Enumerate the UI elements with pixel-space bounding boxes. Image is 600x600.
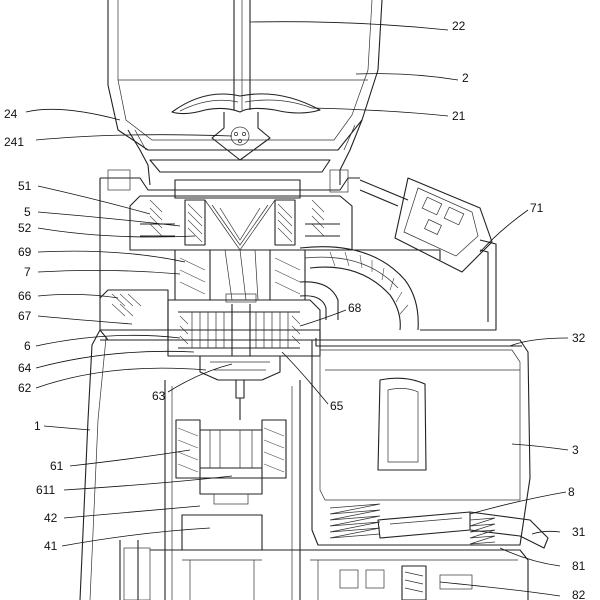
label-81: 81	[572, 559, 586, 573]
stir-blade	[149, 93, 331, 173]
label-64: 64	[18, 361, 32, 375]
label-69: 69	[18, 245, 32, 259]
motor	[175, 419, 287, 505]
grounds-container	[311, 338, 531, 546]
label-67: 67	[18, 309, 32, 323]
label-51: 51	[18, 179, 32, 193]
transmission-housing	[174, 249, 306, 303]
label-66: 66	[18, 289, 32, 303]
discharge-chute	[299, 246, 419, 331]
grinder-assembly	[99, 169, 360, 330]
bottom-base	[300, 549, 529, 600]
label-2: 2	[462, 71, 469, 85]
gear-set	[99, 289, 321, 399]
label-21: 21	[452, 109, 466, 123]
label-61: 61	[50, 459, 64, 473]
leader-lines	[25, 21, 569, 597]
label-71: 71	[530, 201, 544, 215]
hopper	[107, 0, 383, 186]
main-body	[79, 329, 321, 600]
label-22: 22	[452, 19, 466, 33]
label-6: 6	[24, 339, 31, 353]
label-24: 24	[4, 107, 18, 121]
label-42: 42	[44, 511, 58, 525]
label-41: 41	[44, 539, 58, 553]
label-241: 241	[4, 135, 24, 149]
label-3: 3	[572, 443, 579, 457]
label-611: 611	[36, 483, 55, 497]
base	[119, 514, 300, 600]
label-31: 31	[572, 525, 586, 539]
label-32: 32	[572, 331, 586, 345]
label-63: 63	[152, 389, 166, 403]
label-68: 68	[348, 301, 362, 315]
label-52: 52	[18, 221, 32, 235]
reference-numerals: 22 2 24 21 241 51 5 52 69 71 7 66 67 68 …	[4, 19, 586, 600]
label-7: 7	[24, 265, 31, 279]
label-8: 8	[568, 485, 575, 499]
spring	[329, 503, 496, 545]
lever	[377, 511, 549, 549]
stir-shaft	[233, 0, 251, 110]
label-65: 65	[330, 399, 344, 413]
label-5: 5	[24, 205, 31, 219]
control-box	[340, 177, 497, 331]
label-82: 82	[572, 588, 586, 600]
label-1: 1	[34, 419, 41, 433]
label-62: 62	[18, 381, 32, 395]
